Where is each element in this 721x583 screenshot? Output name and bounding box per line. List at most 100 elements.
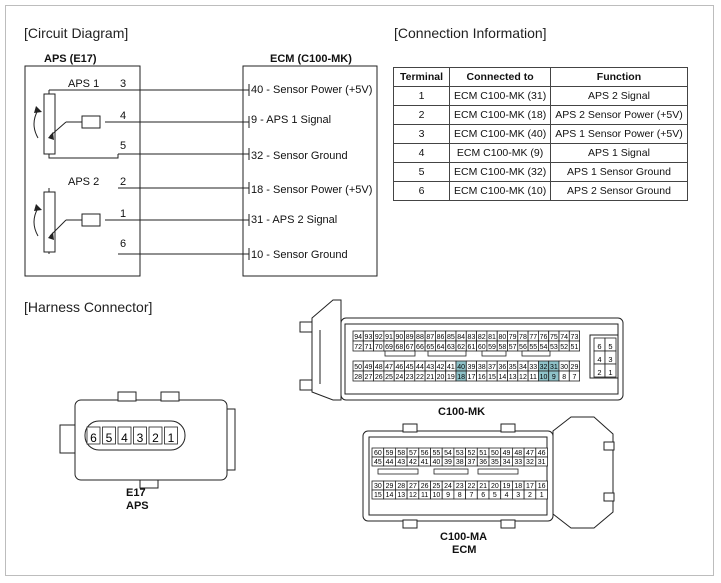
ecm-pin-label: 32 - Sensor Ground [251, 150, 348, 162]
pin-number: 8 [458, 492, 462, 499]
pin-number: 6 [597, 342, 601, 351]
pin-number: 37 [488, 364, 496, 371]
pin-number: 30 [560, 364, 568, 371]
pin-number: 42 [437, 364, 445, 371]
pin-number: 7 [572, 374, 576, 381]
pin-number: 92 [375, 334, 383, 341]
pin-number: 69 [385, 344, 393, 351]
pin-number: 79 [509, 334, 517, 341]
pin-number: 11 [530, 374, 537, 381]
pin-number: 82 [478, 334, 486, 341]
pin-number: 50 [491, 450, 499, 457]
pin-number: 15 [374, 492, 382, 499]
pin-number: 61 [468, 344, 476, 351]
ecm-header: ECM (C100-MK) [270, 53, 352, 65]
circuit-diagram-title: [Circuit Diagram] [24, 25, 129, 41]
pin-number: 9 [552, 374, 556, 381]
pin-number: 84 [457, 334, 465, 341]
pin-number: 33 [514, 459, 522, 466]
pin-number: 81 [488, 334, 496, 341]
pin-number: 35 [491, 459, 499, 466]
pin-number: 56 [421, 450, 429, 457]
pin-number: 4 [505, 492, 509, 499]
c100-ma-label: C100-MA [440, 531, 488, 543]
pin-number: 10 [540, 374, 548, 381]
circuit-wiring [24, 65, 378, 277]
harness-connector-title: [Harness Connector] [24, 299, 153, 315]
pin-number: 37 [468, 459, 476, 466]
pin-number: 86 [437, 334, 445, 341]
pin-number: 14 [498, 374, 506, 381]
pin-number: 28 [397, 483, 405, 490]
pin-number: 31 [550, 364, 558, 371]
pin-number: 12 [409, 492, 417, 499]
pin-number: 44 [416, 364, 424, 371]
pin-number: 54 [444, 450, 452, 457]
pin-cell [535, 489, 548, 500]
pin-cell [133, 426, 147, 445]
aps-pin-label: 4 [120, 110, 127, 122]
connector-key [477, 468, 519, 475]
table-header-row: Terminal Connected to Function [393, 67, 688, 87]
pin-number: 50 [354, 364, 362, 371]
pin-number: 75 [550, 334, 558, 341]
aps-box [24, 65, 141, 277]
pin-number: 4 [121, 431, 128, 445]
pin-number: 32 [526, 459, 534, 466]
pin-number: 19 [447, 374, 455, 381]
pin-number: 6 [481, 492, 485, 499]
pin-number: 80 [498, 334, 506, 341]
aps-label: APS [126, 500, 149, 512]
pin-number: 4 [597, 355, 601, 364]
pin-number: 83 [468, 334, 476, 341]
pin-number: 21 [426, 374, 434, 381]
pin-number: 16 [538, 483, 546, 490]
pin-cell [604, 363, 617, 378]
aps1-label: APS 1 [68, 78, 100, 90]
pin-number: 23 [456, 483, 464, 490]
pin-number: 78 [519, 334, 527, 341]
pin-number: 87 [426, 334, 434, 341]
pin-number: 57 [409, 450, 417, 457]
pin-cell [568, 370, 580, 382]
pin-number: 17 [468, 374, 476, 381]
pin-number: 38 [456, 459, 464, 466]
pin-number: 5 [493, 492, 497, 499]
pin-number: 51 [479, 450, 487, 457]
pin-number: 43 [426, 364, 434, 371]
pin-number: 24 [444, 483, 452, 490]
pin-number: 3 [608, 355, 612, 364]
pin-number: 33 [529, 364, 537, 371]
pin-cell [148, 426, 163, 445]
pin-number: 60 [478, 344, 486, 351]
pin-number: 59 [386, 450, 394, 457]
pin-number: 13 [397, 492, 405, 499]
pin-number: 38 [478, 364, 486, 371]
pin-number: 40 [432, 459, 440, 466]
pin-number: 44 [386, 459, 394, 466]
aps2-wiper-box [81, 213, 101, 227]
pin-number: 19 [503, 483, 511, 490]
pin-number: 25 [385, 374, 393, 381]
pin-number: 53 [456, 450, 464, 457]
pin-number: 49 [503, 450, 511, 457]
pin-number: 58 [498, 344, 506, 351]
c100-mk-label: C100-MK [438, 406, 486, 418]
pin-number: 46 [395, 364, 403, 371]
table-cell: ECM C100-MK (32) [448, 162, 552, 182]
aps-pin-label: 1 [120, 208, 127, 220]
pin-number: 54 [540, 344, 548, 351]
pin-number: 43 [397, 459, 405, 466]
pin-number: 63 [447, 344, 455, 351]
pin-number: 23 [406, 374, 414, 381]
aps-pin-label: 5 [120, 140, 127, 152]
pin-number: 52 [560, 344, 568, 351]
table-cell: ECM C100-MK (31) [448, 86, 552, 106]
pin-number: 5 [106, 431, 113, 445]
pin-number: 57 [509, 344, 517, 351]
